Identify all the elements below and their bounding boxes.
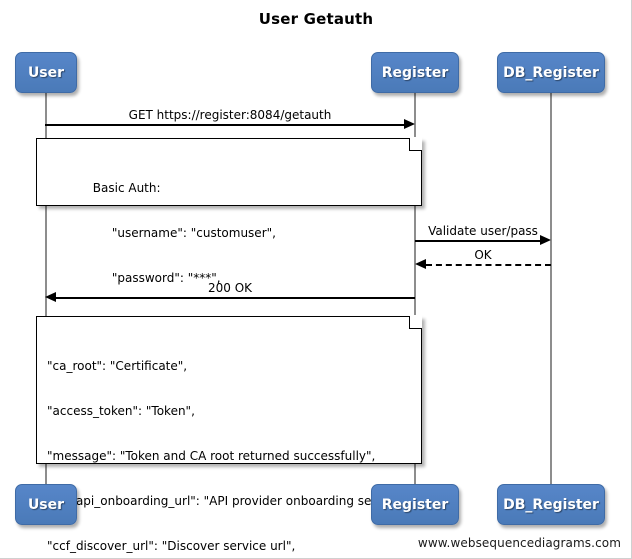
- actor-register-bottom[interactable]: Register: [371, 484, 459, 525]
- actor-register-top[interactable]: Register: [371, 52, 459, 93]
- footer-credit: www.websequencediagrams.com: [417, 536, 621, 550]
- note-basic-auth-text: Basic Auth: "username": "customuser", "p…: [47, 151, 276, 316]
- actor-user-top[interactable]: User: [15, 52, 77, 93]
- note-line: Basic Auth:: [47, 181, 161, 195]
- note-line: "ccf_discover_url": "Discover service ur…: [47, 539, 296, 553]
- note-line: "access_token": "Token",: [47, 404, 195, 418]
- note-fold-icon: [408, 136, 422, 151]
- note-basic-auth: Basic Auth: "username": "customuser", "p…: [36, 136, 422, 285]
- message-arrowhead-get-auth: [404, 119, 415, 129]
- message-line-ok: [426, 264, 551, 266]
- message-arrowhead-ok: [415, 259, 426, 269]
- actor-db-register-bottom[interactable]: DB_Register: [497, 484, 605, 525]
- note-token-response-text: "ca_root": "Certificate", "access_token"…: [47, 329, 430, 558]
- message-label-get-auth: GET https://register:8084/getauth: [128, 108, 332, 122]
- note-line: "message": "Token and CA root returned s…: [47, 449, 376, 463]
- message-arrowhead-validate: [540, 235, 551, 245]
- note-line: "ca_root": "Certificate",: [47, 359, 188, 373]
- lifeline-user: [45, 93, 47, 485]
- actor-label: DB_Register: [503, 64, 599, 81]
- actor-label: DB_Register: [503, 496, 599, 513]
- actor-label: User: [27, 496, 65, 513]
- actor-user-bottom[interactable]: User: [15, 484, 77, 525]
- message-label-validate: Validate user/pass: [428, 224, 538, 238]
- note-token-response: "ca_root": "Certificate", "access_token"…: [36, 314, 430, 553]
- note-fold-icon: [408, 314, 422, 329]
- actor-label: Register: [381, 496, 449, 513]
- message-line-200-ok: [56, 297, 415, 299]
- actor-db-register-top[interactable]: DB_Register: [497, 52, 605, 93]
- message-line-validate: [415, 240, 541, 242]
- note-line: "password": "***",: [47, 271, 221, 285]
- note-line: "username": "customuser",: [47, 226, 276, 240]
- lifeline-db-register: [550, 93, 552, 485]
- message-line-get-auth: [45, 124, 405, 126]
- actor-label: Register: [381, 64, 449, 81]
- page-title: User Getauth: [258, 10, 374, 28]
- message-label-200-ok: 200 OK: [207, 281, 253, 295]
- message-label-ok: OK: [474, 248, 492, 262]
- message-arrowhead-200-ok: [45, 292, 56, 302]
- lifeline-register: [414, 93, 416, 485]
- actor-label: User: [27, 64, 65, 81]
